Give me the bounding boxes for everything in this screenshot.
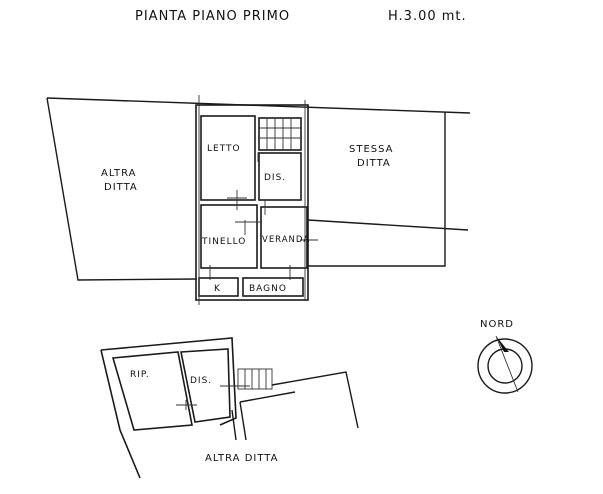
- room-bagno: [242, 277, 304, 297]
- stair-steps: [259, 118, 301, 150]
- compass-inner-ring: [487, 348, 523, 384]
- room-letto: [200, 115, 256, 201]
- height-note: H.3.00 mt.: [388, 9, 467, 24]
- right-neighbor-boundary: [307, 219, 469, 231]
- lower-left-boundary: [100, 349, 141, 479]
- lower-building-outer: [100, 337, 237, 426]
- compass-outer-ring: [477, 338, 533, 394]
- room-dis-lower: [180, 348, 231, 423]
- label-rip: RIP.: [130, 370, 150, 380]
- upper-floor-plan: ALTRA DITTA STESSA DITTA LETTO DIS. TINE…: [46, 95, 471, 305]
- label-k: K: [214, 284, 221, 294]
- label-veranda: VERANDA: [262, 235, 310, 245]
- label-tinello: TINELLO: [201, 237, 246, 247]
- label-altra-ditta-lower: ALTRA DITTA: [205, 453, 278, 464]
- staircase: [258, 117, 302, 151]
- label-stessa-ditta-2: DITTA: [357, 158, 391, 169]
- north-arrow-icon: [496, 336, 509, 352]
- lower-floor-plan: RIP. DIS. ALTRA DITTA: [100, 337, 359, 479]
- building-outline: [195, 104, 309, 301]
- compass-label: NORD: [480, 319, 514, 330]
- right-neighbor-bottom: [308, 112, 446, 267]
- room-veranda: [260, 206, 308, 269]
- lower-right-boundary: [271, 371, 359, 429]
- label-letto: LETTO: [207, 144, 241, 154]
- label-dis-lower: DIS.: [190, 376, 212, 386]
- lower-stair-steps: [176, 369, 267, 410]
- left-neighbor-boundary: [46, 97, 198, 281]
- label-stessa-ditta-1: STESSA: [349, 144, 394, 155]
- room-dis: [258, 152, 302, 201]
- door-marks: [198, 95, 318, 305]
- lower-stair: [237, 368, 273, 390]
- room-tinello: [200, 204, 258, 269]
- north-compass: NORD: [477, 319, 533, 394]
- label-dis: DIS.: [264, 173, 286, 183]
- lower-passage: [231, 409, 237, 441]
- plan-title: PIANTA PIANO PRIMO: [135, 9, 290, 24]
- label-altra-ditta-1: ALTRA: [101, 168, 137, 179]
- room-rip: [111, 351, 193, 431]
- label-bagno: BAGNO: [249, 284, 287, 294]
- lower-right-inner: [239, 391, 296, 403]
- compass-needle: [495, 335, 519, 393]
- lower-right-edge: [239, 401, 247, 441]
- label-altra-ditta-2: DITTA: [104, 182, 138, 193]
